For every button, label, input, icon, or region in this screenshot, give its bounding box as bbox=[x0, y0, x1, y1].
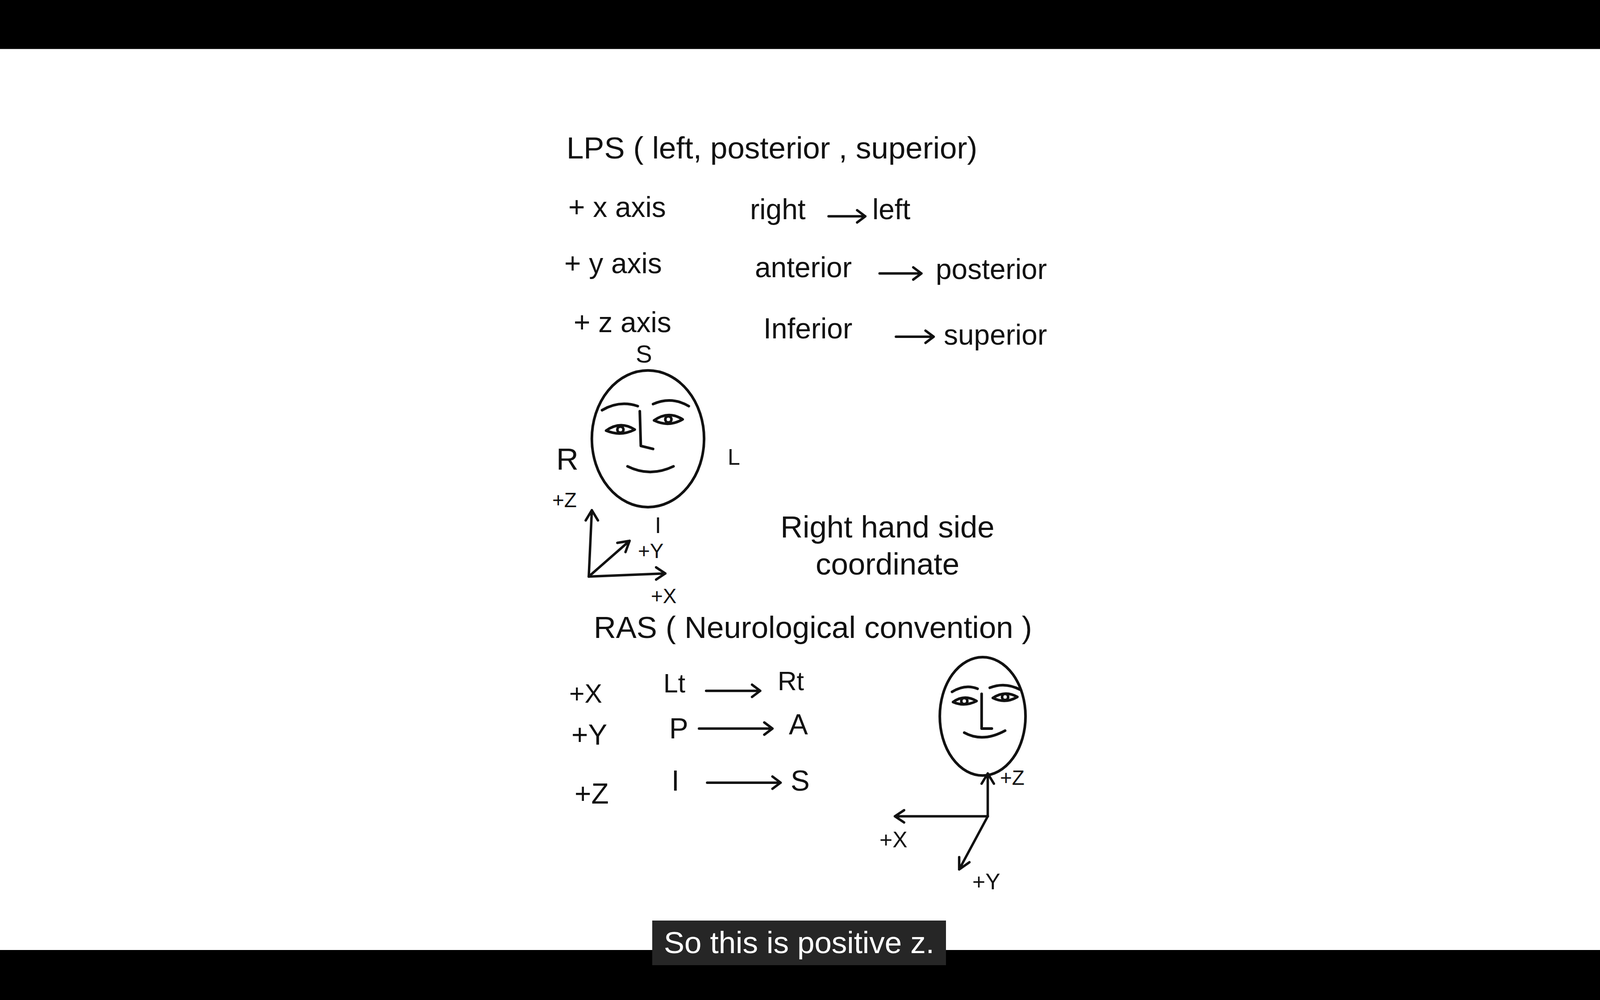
face-ras bbox=[939, 657, 1026, 776]
subtitle-text: So this is positive z. bbox=[663, 925, 935, 960]
hand-arrows bbox=[699, 210, 934, 789]
annotation-label: R bbox=[556, 443, 579, 475]
annotation-label: right bbox=[750, 195, 806, 224]
annotation-label: S bbox=[635, 341, 653, 367]
annotation-label: + z axis bbox=[573, 308, 672, 337]
annotation-label: Rt bbox=[777, 668, 805, 695]
annotation-label: + y axis bbox=[564, 249, 663, 278]
annotation-label: + x axis bbox=[568, 192, 667, 222]
annotation-label: superior bbox=[943, 320, 1047, 350]
annotation-label: Lt bbox=[663, 670, 686, 697]
annotation-label: +X bbox=[879, 828, 908, 851]
annotation-label: I bbox=[654, 514, 662, 537]
annotation-label: anterior bbox=[754, 253, 852, 282]
annotation-label: A bbox=[788, 710, 809, 739]
top-bar bbox=[0, 0, 1600, 50]
annotation-label: P bbox=[669, 714, 689, 743]
annotation-label: posterior bbox=[935, 254, 1047, 284]
annotation-label: RAS ( Neurological convention ) bbox=[593, 612, 1033, 643]
annotation-label: +Y bbox=[571, 720, 608, 750]
annotation-label: Inferior bbox=[763, 314, 853, 343]
annotation-label: S bbox=[790, 766, 810, 796]
annotation-label: L bbox=[727, 445, 741, 469]
axes-lps bbox=[585, 510, 666, 580]
subtitle-box: So this is positive z. bbox=[652, 920, 946, 966]
annotation-label: +Z bbox=[1000, 767, 1025, 788]
axes-ras bbox=[895, 773, 995, 870]
annotation-label: +Y bbox=[637, 540, 664, 562]
annotation-label: +X bbox=[569, 680, 603, 708]
annotation-label: Right hand side coordinate bbox=[754, 508, 1021, 584]
annotation-label: +Z bbox=[552, 489, 577, 511]
annotation-label: +Y bbox=[972, 870, 1001, 893]
annotation-label: LPS ( left, posterior , superior) bbox=[566, 132, 978, 164]
annotation-label: left bbox=[872, 195, 911, 224]
annotation-label: +X bbox=[650, 585, 677, 607]
face-lps bbox=[591, 370, 705, 508]
annotation-label: I bbox=[671, 766, 680, 796]
annotation-label: +Z bbox=[574, 779, 609, 809]
